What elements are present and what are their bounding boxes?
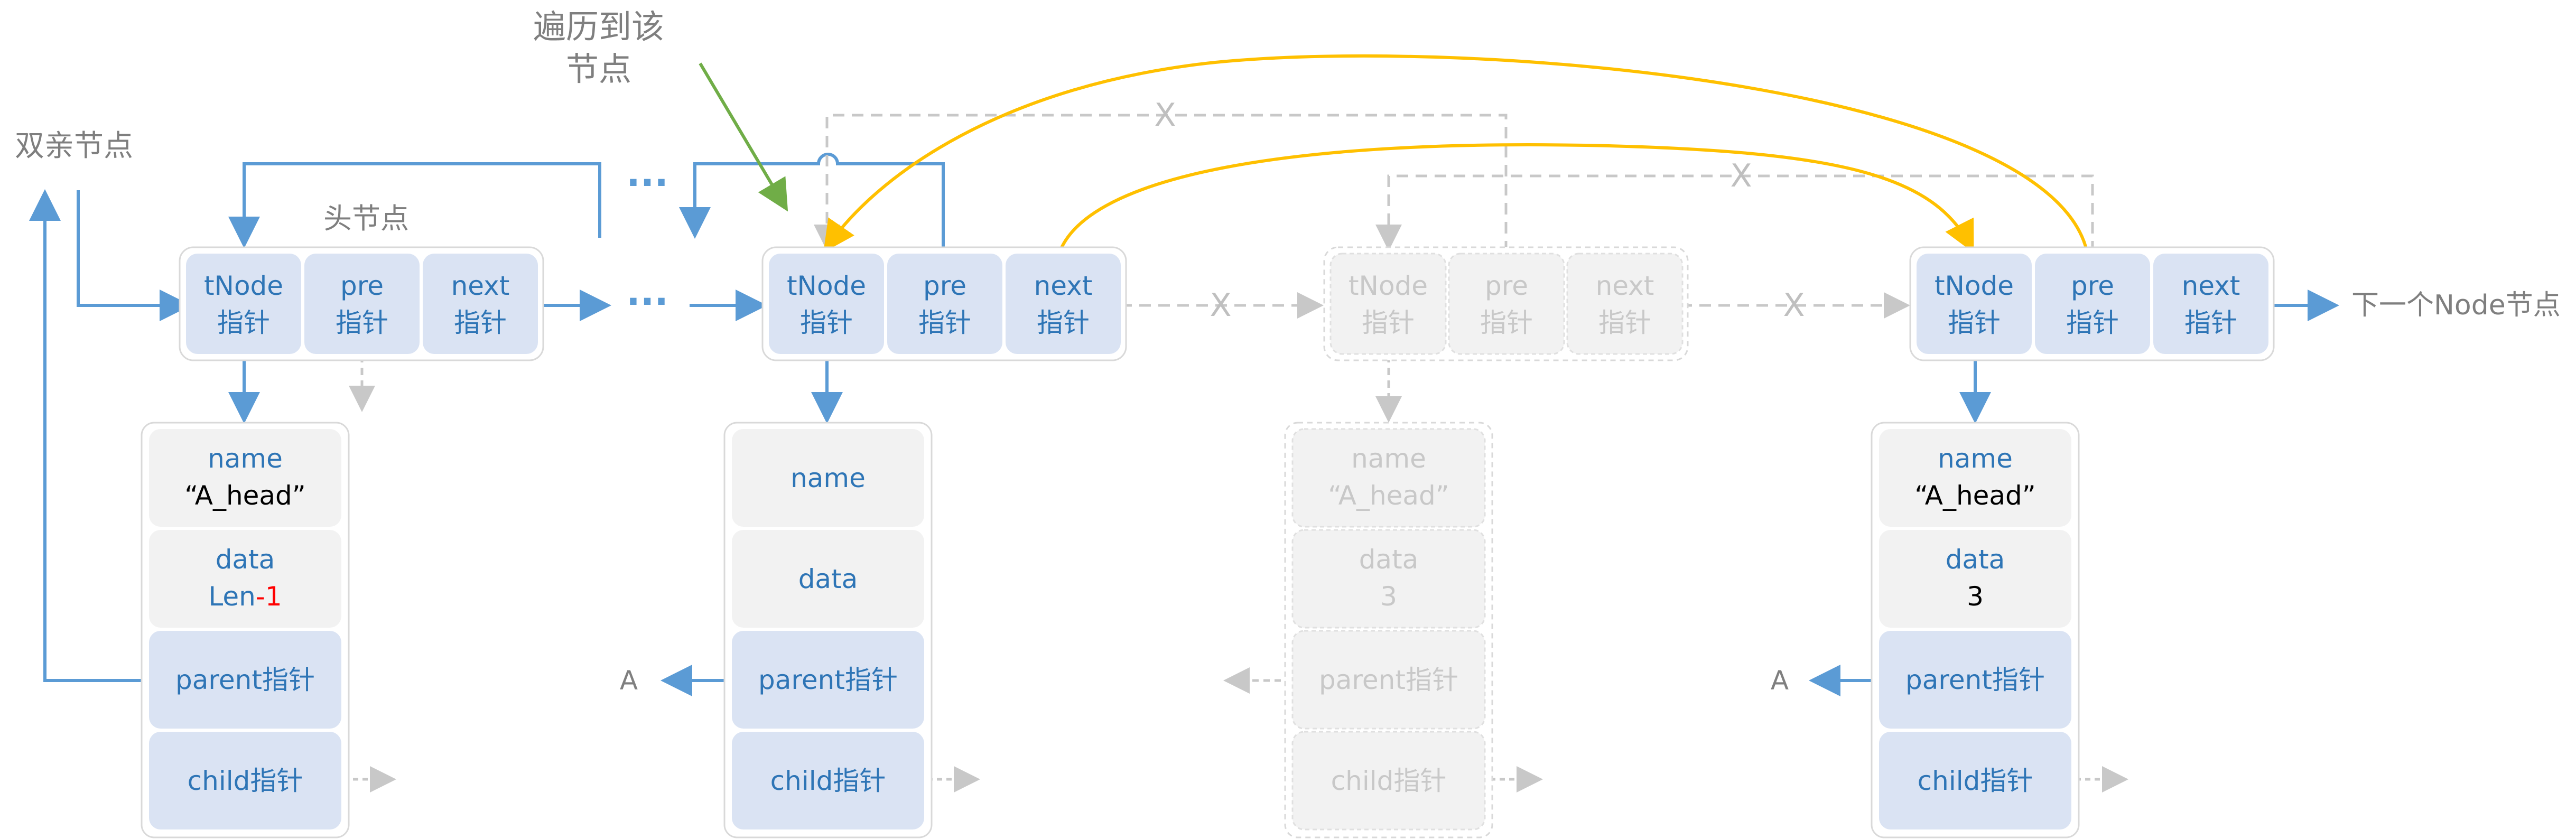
last-name-value: “A_head” [1914, 480, 2035, 511]
last-tnode-label: tNode [1935, 271, 2014, 301]
last-child-field [1879, 732, 2071, 829]
node2-parent-label: parent指针 [758, 665, 898, 695]
head-child-field [149, 732, 341, 829]
head-next-label2: 指针 [454, 307, 507, 338]
head-tnode-label: tNode [204, 271, 283, 301]
head-data-field [149, 530, 341, 628]
last-parent-field [1879, 631, 2071, 729]
removed-data-label: data [1359, 544, 1419, 575]
removed-next-cell [1566, 253, 1684, 355]
removed-next-label2: 指针 [1598, 307, 1651, 338]
head-next-cell [423, 254, 538, 354]
node2-name-field [732, 429, 924, 527]
head-child-label: child指针 [188, 766, 303, 796]
last-data-field [1879, 530, 2071, 628]
removed-child-field [1291, 731, 1486, 831]
node2-child-field [732, 732, 924, 829]
removed-name-value: “A_head” [1328, 480, 1449, 511]
head-node-label: 头节点 [323, 202, 409, 235]
node2-parent-target: A [620, 665, 638, 696]
parent-node-label: 双亲节点 [15, 129, 133, 163]
node2-next-label2: 指针 [1037, 307, 1090, 338]
removed-pre-dashed-loop [814, 114, 1508, 253]
new-next-link-curve [1058, 143, 1974, 254]
head-name-field [149, 429, 341, 527]
removed-data-field [1291, 529, 1486, 629]
head-name-value: “A_head” [184, 480, 305, 511]
head-pre-label2: 指针 [336, 307, 388, 338]
parent-link-line [29, 189, 148, 682]
node2-data-field [732, 530, 924, 628]
last-child-label: child指针 [1918, 766, 2033, 796]
head-name-label: name [208, 443, 283, 474]
removed-tnode-cell [1329, 253, 1447, 355]
removed-pre-label2: 指针 [1480, 307, 1533, 338]
cross-mark-pre1: X [1154, 97, 1176, 134]
node2-pre-cell [887, 254, 1002, 354]
head-pre-label: pre [340, 271, 384, 301]
last-parent-label: parent指针 [1905, 665, 2045, 695]
head-parent-field [149, 631, 341, 729]
next-node-label: 下一个Node节点 [2351, 290, 2561, 321]
node2-name-label: name [791, 463, 866, 493]
cross-mark-next1: X [1210, 287, 1231, 324]
last-data-value: 3 [1967, 581, 1984, 612]
last-name-field [1879, 429, 2071, 527]
node2-pre-loop [679, 153, 945, 253]
removed-next-label: next [1596, 271, 1654, 301]
traverse-note-line1: 遍历到该 [533, 7, 664, 46]
traverse-arrow [699, 62, 788, 212]
ellipsis-top: ··· [626, 161, 668, 204]
head-tnode-label2: 指针 [217, 307, 270, 338]
last-pre-label2: 指针 [2066, 307, 2119, 338]
head-data-label: data [216, 544, 275, 575]
cross-mark-pre2: X [1730, 157, 1752, 194]
last-next-cell [2153, 254, 2268, 354]
parent-to-head-line [77, 190, 191, 321]
last-next-label: next [2182, 271, 2240, 301]
removed-parent-field [1291, 630, 1486, 730]
last-name-label: name [1938, 443, 2013, 474]
removed-pre-label: pre [1485, 271, 1528, 301]
node2-child-label: child指针 [770, 766, 886, 796]
node2-pre-label: pre [923, 271, 966, 301]
node2-tnode-label2: 指针 [800, 307, 853, 338]
removed-data-value: 3 [1380, 581, 1397, 612]
node2-pre-label2: 指针 [918, 307, 971, 338]
last-pre-dashed-loop [1375, 174, 2094, 253]
new-pre-link-curve [823, 54, 2089, 253]
removed-tnode-label2: 指针 [1362, 307, 1415, 338]
node2-next-label: next [1034, 271, 1093, 301]
head-pre-cell [304, 254, 420, 354]
head-parent-label: parent指针 [175, 665, 315, 695]
removed-tnode-label: tNode [1349, 271, 1428, 301]
last-pre-label: pre [2071, 271, 2114, 301]
removed-name-field [1291, 428, 1486, 528]
removed-pre-cell [1448, 253, 1565, 355]
ellipsis-mid: ··· [626, 280, 668, 323]
node2-tnode-label: tNode [787, 271, 866, 301]
node2-data-label: data [798, 564, 858, 594]
traverse-note-line2: 节点 [566, 50, 631, 88]
last-tnode-cell [1917, 254, 2032, 354]
removed-parent-label: parent指针 [1319, 665, 1458, 695]
removed-name-label: name [1351, 443, 1426, 474]
last-tnode-label2: 指针 [1948, 307, 2001, 338]
node2-parent-field [732, 631, 924, 729]
last-parent-target: A [1771, 665, 1789, 696]
node2-tnode-cell [769, 254, 884, 354]
last-data-label: data [1946, 544, 2005, 575]
cross-mark-next2: X [1783, 287, 1805, 324]
head-next-label: next [451, 271, 510, 301]
head-top-loop [228, 162, 601, 248]
last-next-label2: 指针 [2184, 307, 2237, 338]
head-tnode-cell [186, 254, 301, 354]
head-data-value: Len-1 [208, 581, 282, 612]
last-pre-cell [2035, 254, 2150, 354]
removed-child-label: child指针 [1331, 766, 1447, 796]
node2-next-cell [1006, 254, 1121, 354]
